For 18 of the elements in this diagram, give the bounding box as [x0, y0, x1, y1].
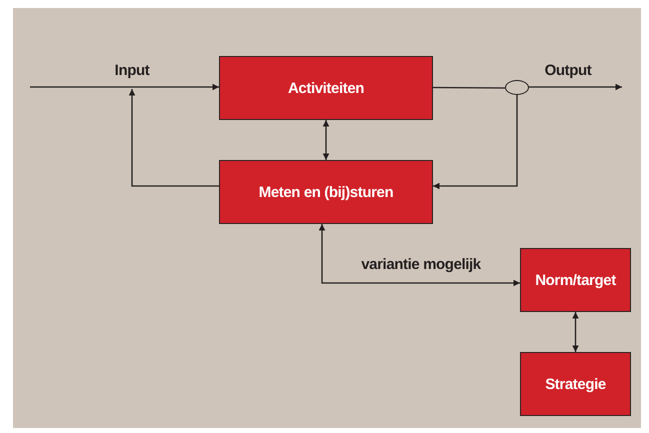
arrow — [529, 84, 622, 90]
box-label: Meten en (bij)sturen — [258, 184, 394, 200]
arrow — [128, 89, 219, 187]
edge-label: Input — [114, 62, 150, 79]
edge-label: variantie mogelijk — [361, 256, 481, 273]
process-box — [520, 352, 631, 416]
edge-label: Output — [544, 62, 592, 79]
arrow — [322, 120, 330, 160]
process-box — [219, 56, 433, 120]
process-box — [520, 248, 631, 312]
arrow — [30, 84, 219, 90]
arrow — [318, 224, 520, 286]
arrow — [572, 312, 579, 352]
arrow — [433, 95, 518, 190]
box-label: Strategie — [545, 376, 606, 392]
process-box — [219, 160, 433, 224]
box-label: Norm/target — [535, 272, 616, 288]
box-label: Activiteiten — [288, 80, 364, 96]
